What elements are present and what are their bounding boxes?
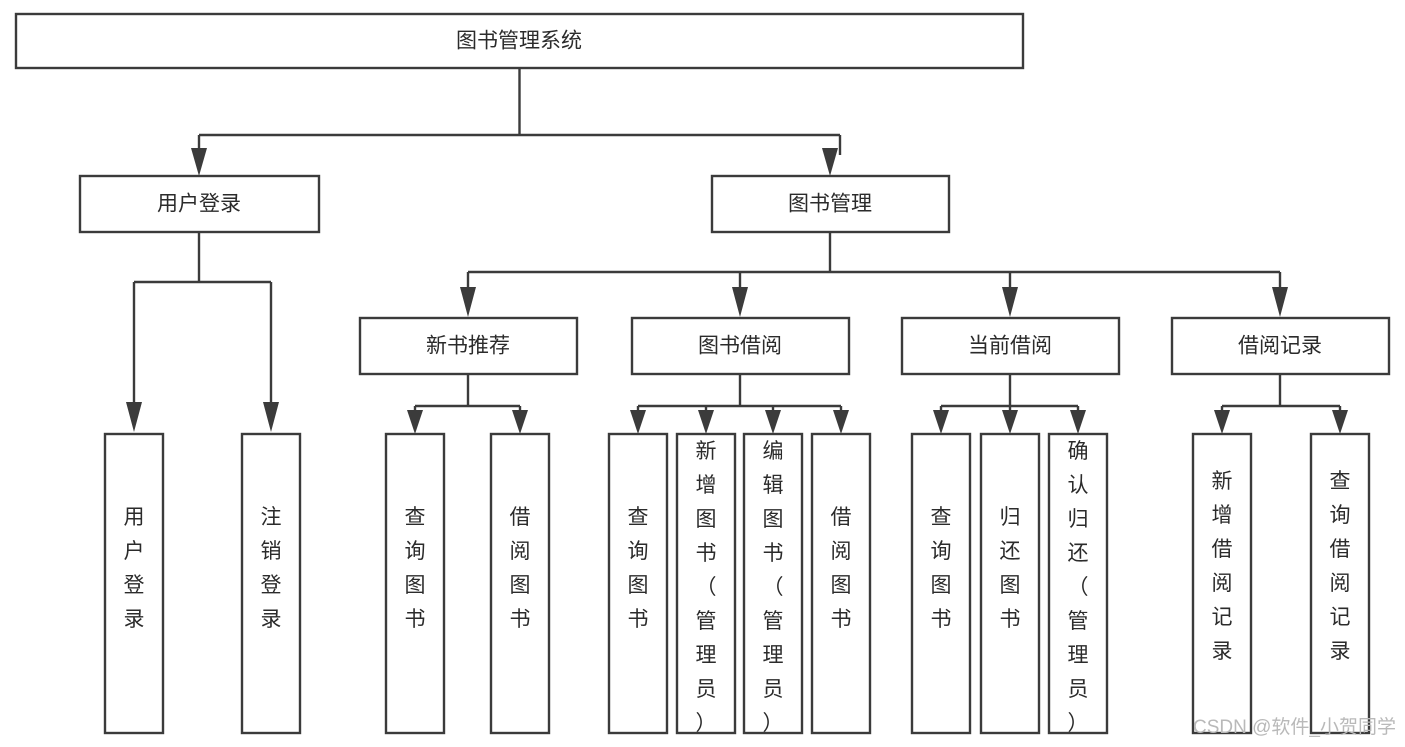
node-new-book-rec[interactable]: 新书推荐 (358, 316, 579, 376)
node-root-box[interactable] (14, 12, 1025, 70)
node-leaf-logout-box[interactable] (240, 432, 302, 735)
node-book-manage[interactable]: 图书管理 (710, 174, 951, 234)
node-root[interactable]: 图书管理系统 (14, 12, 1025, 70)
arrow-head-leaf-query-book-1 (407, 410, 423, 434)
node-book-manage-box[interactable] (710, 174, 951, 234)
node-new-book-rec-label: 新书推荐 (426, 335, 510, 358)
node-leaf-add-book[interactable]: 新增图书（管理员） (675, 432, 737, 735)
node-leaf-user-login-label: 用户登录 (124, 506, 145, 631)
arrow-head-leaf-logout (263, 402, 279, 432)
node-leaf-logout[interactable]: 注销登录 (240, 432, 302, 735)
connector-group-book-borrow (630, 374, 849, 434)
arrow-head-leaf-user-login (126, 402, 142, 432)
node-leaf-query-book-1-label: 查询图书 (405, 506, 426, 631)
node-new-book-rec-box[interactable] (358, 316, 579, 376)
arrow-head-new-book-rec (460, 287, 476, 317)
node-book-borrow-box[interactable] (630, 316, 851, 376)
node-leaf-add-book-box[interactable] (675, 432, 737, 735)
arrow-head-leaf-borrow-book-2 (833, 410, 849, 434)
arrow-head-book-manage (822, 148, 838, 176)
node-borrow-record-label: 借阅记录 (1238, 335, 1322, 358)
arrow-head-borrow-record (1272, 287, 1288, 317)
node-leaf-borrow-book-1[interactable]: 借阅图书 (489, 432, 551, 735)
connector-group-root (191, 68, 842, 176)
arrow-head-leaf-add-record (1214, 410, 1230, 434)
node-leaf-query-book-2[interactable]: 查询图书 (607, 432, 669, 735)
node-leaf-logout-label: 注销登录 (261, 506, 282, 631)
node-user-login[interactable]: 用户登录 (78, 174, 321, 234)
node-borrow-record[interactable]: 借阅记录 (1170, 316, 1391, 376)
arrow-head-user-login (191, 148, 207, 176)
node-leaf-query-record-label: 查询借阅记录 (1330, 470, 1351, 663)
node-current-borrow-box[interactable] (900, 316, 1121, 376)
node-leaf-edit-book[interactable]: 编辑图书（管理员） (742, 432, 804, 735)
arrow-head-leaf-borrow-book-1 (512, 410, 528, 434)
arrow-head-leaf-return-book (1002, 410, 1018, 434)
node-leaf-add-record[interactable]: 新增借阅记录 (1191, 432, 1253, 735)
node-user-login-label: 用户登录 (157, 193, 241, 216)
node-leaf-add-record-box[interactable] (1191, 432, 1253, 735)
connector-group-new-book-rec (407, 374, 528, 434)
node-leaf-query-book-3-label: 查询图书 (931, 506, 952, 631)
arrow-head-leaf-query-book-2 (630, 410, 646, 434)
node-book-borrow[interactable]: 图书借阅 (630, 316, 851, 376)
csdn-watermark: CSDN @软件_小贺同学 (1193, 716, 1396, 738)
node-leaf-query-book-1[interactable]: 查询图书 (384, 432, 446, 735)
arrow-head-leaf-confirm-return (1070, 410, 1086, 434)
node-borrow-record-box[interactable] (1170, 316, 1391, 376)
arrow-head-leaf-query-record (1332, 410, 1348, 434)
node-leaf-return-book-box[interactable] (979, 432, 1041, 735)
node-current-borrow-label: 当前借阅 (968, 335, 1052, 358)
node-leaf-confirm-return-label: 确认归还（管理员） (1068, 440, 1089, 735)
node-leaf-edit-book-label: 编辑图书（管理员） (763, 440, 784, 735)
node-leaf-borrow-book-1-label: 借阅图书 (510, 506, 531, 631)
arrow-head-leaf-add-book (698, 410, 714, 434)
node-leaf-confirm-return-box[interactable] (1047, 432, 1109, 735)
node-leaf-add-book-label: 新增图书（管理员） (696, 440, 717, 735)
arrow-head-current-borrow (1002, 287, 1018, 317)
node-leaf-query-book-2-box[interactable] (607, 432, 669, 735)
node-leaf-query-book-2-label: 查询图书 (628, 506, 649, 631)
node-leaf-borrow-book-2-label: 借阅图书 (831, 506, 852, 631)
node-leaf-query-record[interactable]: 查询借阅记录 (1309, 432, 1371, 735)
node-leaf-add-record-label: 新增借阅记录 (1212, 470, 1233, 663)
node-user-login-box[interactable] (78, 174, 321, 234)
node-leaf-borrow-book-1-box[interactable] (489, 432, 551, 735)
connector-group-book-manage (460, 232, 1288, 317)
arrow-head-leaf-query-book-3 (933, 410, 949, 434)
connector-group-current-borrow (933, 374, 1086, 434)
node-leaf-query-book-3-box[interactable] (910, 432, 972, 735)
node-leaf-query-book-3[interactable]: 查询图书 (910, 432, 972, 735)
node-book-manage-label: 图书管理 (788, 193, 872, 216)
node-leaf-return-book[interactable]: 归还图书 (979, 432, 1041, 735)
arrow-head-leaf-edit-book (765, 410, 781, 434)
node-current-borrow[interactable]: 当前借阅 (900, 316, 1121, 376)
node-leaf-query-record-box[interactable] (1309, 432, 1371, 735)
node-leaf-edit-book-box[interactable] (742, 432, 804, 735)
node-leaf-borrow-book-2-box[interactable] (810, 432, 872, 735)
connector-group-borrow-record (1214, 374, 1348, 434)
node-leaf-confirm-return[interactable]: 确认归还（管理员） (1047, 432, 1109, 735)
node-leaf-return-book-label: 归还图书 (1000, 506, 1021, 631)
node-leaf-query-book-1-box[interactable] (384, 432, 446, 735)
node-root-label: 图书管理系统 (456, 30, 582, 53)
connector-group-user-login (126, 232, 279, 432)
node-leaf-user-login[interactable]: 用户登录 (103, 432, 165, 735)
node-book-borrow-label: 图书借阅 (698, 335, 782, 358)
node-leaf-borrow-book-2[interactable]: 借阅图书 (810, 432, 872, 735)
node-leaf-user-login-box[interactable] (103, 432, 165, 735)
arrow-head-book-borrow (732, 287, 748, 317)
